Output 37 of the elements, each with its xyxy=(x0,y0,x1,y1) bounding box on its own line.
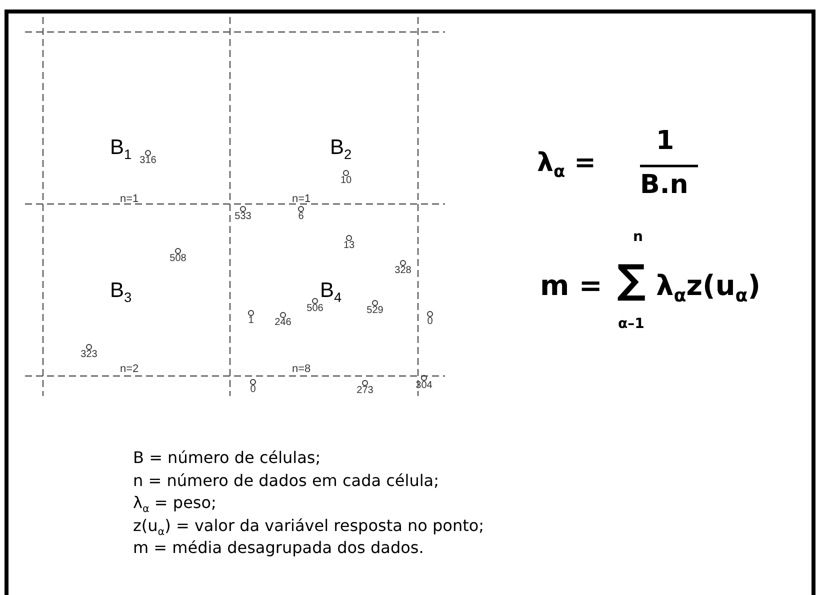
cell-count: n=8 xyxy=(292,364,311,375)
cell-name: B$_{1}$ xyxy=(110,137,132,162)
point-value: 508 xyxy=(170,254,186,264)
definition-text: m = média desagrupada dos dados. xyxy=(133,538,424,558)
point-value: 506 xyxy=(306,304,324,314)
definition-text: λ$_{α}$ = peso; xyxy=(133,493,216,516)
point-value: 328 xyxy=(394,266,412,276)
point-value: 529 xyxy=(366,306,384,316)
formula-term: λ$_{α}$ = xyxy=(537,150,596,180)
point-value: 273 xyxy=(356,386,374,396)
point-value: 246 xyxy=(274,318,292,328)
point-value: 6 xyxy=(298,212,304,222)
definition-text: n = número de dados em cada célula; xyxy=(133,470,439,490)
formula-term: λ$_{α}$z(u$_{α}$) xyxy=(656,272,761,306)
point-value: 0 xyxy=(250,385,256,395)
point-value: 323 xyxy=(80,350,98,360)
cell-name: B$_{3}$ xyxy=(110,280,132,305)
point-value: 304 xyxy=(416,381,432,391)
cell-name: B$_{4}$ xyxy=(320,280,342,305)
summation-limit: α–1 xyxy=(618,317,644,331)
point-value: 10 xyxy=(340,176,352,186)
point-value: 1 xyxy=(248,316,254,326)
definition-text: B = número de células; xyxy=(133,448,321,468)
denominator: B.n xyxy=(640,172,688,198)
cell-count: n=2 xyxy=(120,364,139,375)
cell-count: n=1 xyxy=(120,194,139,205)
point-value: 13 xyxy=(343,241,355,251)
formula-term: m = xyxy=(540,272,602,300)
point-value: 533 xyxy=(234,212,252,222)
cell-count: n=1 xyxy=(292,194,311,205)
summation-limit: n xyxy=(633,230,643,244)
summation-sign: ∑ xyxy=(617,260,646,300)
numerator: 1 xyxy=(656,128,674,154)
definition-text: z(u$_{α}$) = valor da variável resposta no ponto; xyxy=(133,516,484,538)
cell-name: B$_{2}$ xyxy=(330,137,352,162)
point-value: 316 xyxy=(140,156,156,166)
point-value: 0 xyxy=(427,317,433,327)
